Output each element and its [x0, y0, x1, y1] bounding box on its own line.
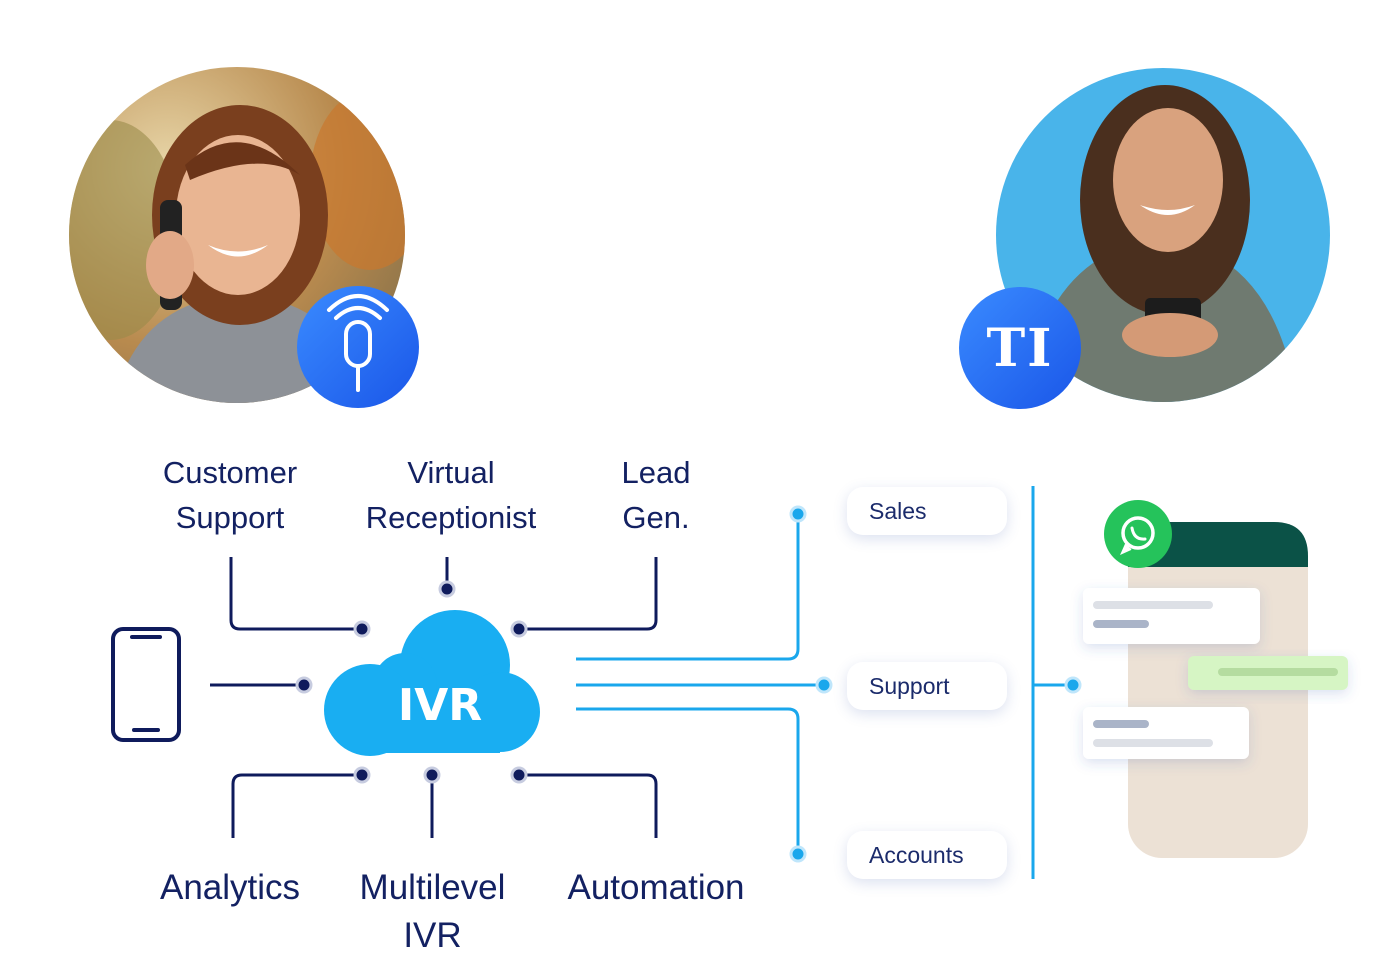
label-customer-support-line2: Support — [175, 500, 285, 535]
label-lead-gen-line1: Lead — [621, 455, 691, 490]
label-lead-gen: Lead Gen. — [596, 450, 716, 540]
label-virtual-receptionist-line1: Virtual — [407, 455, 495, 490]
microphone-badge — [297, 286, 419, 408]
microphone-icon — [327, 294, 389, 392]
department-pill-accounts[interactable]: Accounts — [847, 831, 1007, 879]
navy-connector-dots — [295, 580, 528, 784]
label-virtual-receptionist: Virtual Receptionist — [340, 450, 562, 540]
label-virtual-receptionist-line2: Receptionist — [365, 500, 537, 535]
department-pill-sales[interactable]: Sales — [847, 487, 1007, 535]
ivr-cloud-label: IVR — [397, 680, 483, 731]
label-analytics: Analytics — [159, 868, 301, 907]
text-badge-circle — [959, 287, 1081, 409]
label-multilevel-ivr-line1: Multilevel — [359, 868, 506, 907]
label-automation: Automation — [567, 868, 745, 907]
label-multilevel-ivr-line2: IVR — [403, 916, 462, 955]
routing-lines — [576, 486, 1073, 879]
department-pill-support[interactable]: Support — [847, 662, 1007, 710]
avatar-right-photo — [996, 68, 1330, 402]
ivr-cloud — [324, 610, 540, 756]
label-customer-support-line1: Customer — [162, 455, 298, 490]
label-lead-gen-line2: Gen. — [622, 500, 690, 535]
whatsapp-icon — [1104, 500, 1172, 568]
label-customer-support: Customer Support — [130, 450, 330, 540]
routing-dots — [789, 505, 1082, 863]
label-multilevel-ivr: Multilevel IVR — [330, 864, 535, 960]
chat-window-mock — [1083, 522, 1348, 858]
mobile-phone-icon — [111, 627, 181, 742]
text-badge-label: TI — [986, 318, 1054, 379]
